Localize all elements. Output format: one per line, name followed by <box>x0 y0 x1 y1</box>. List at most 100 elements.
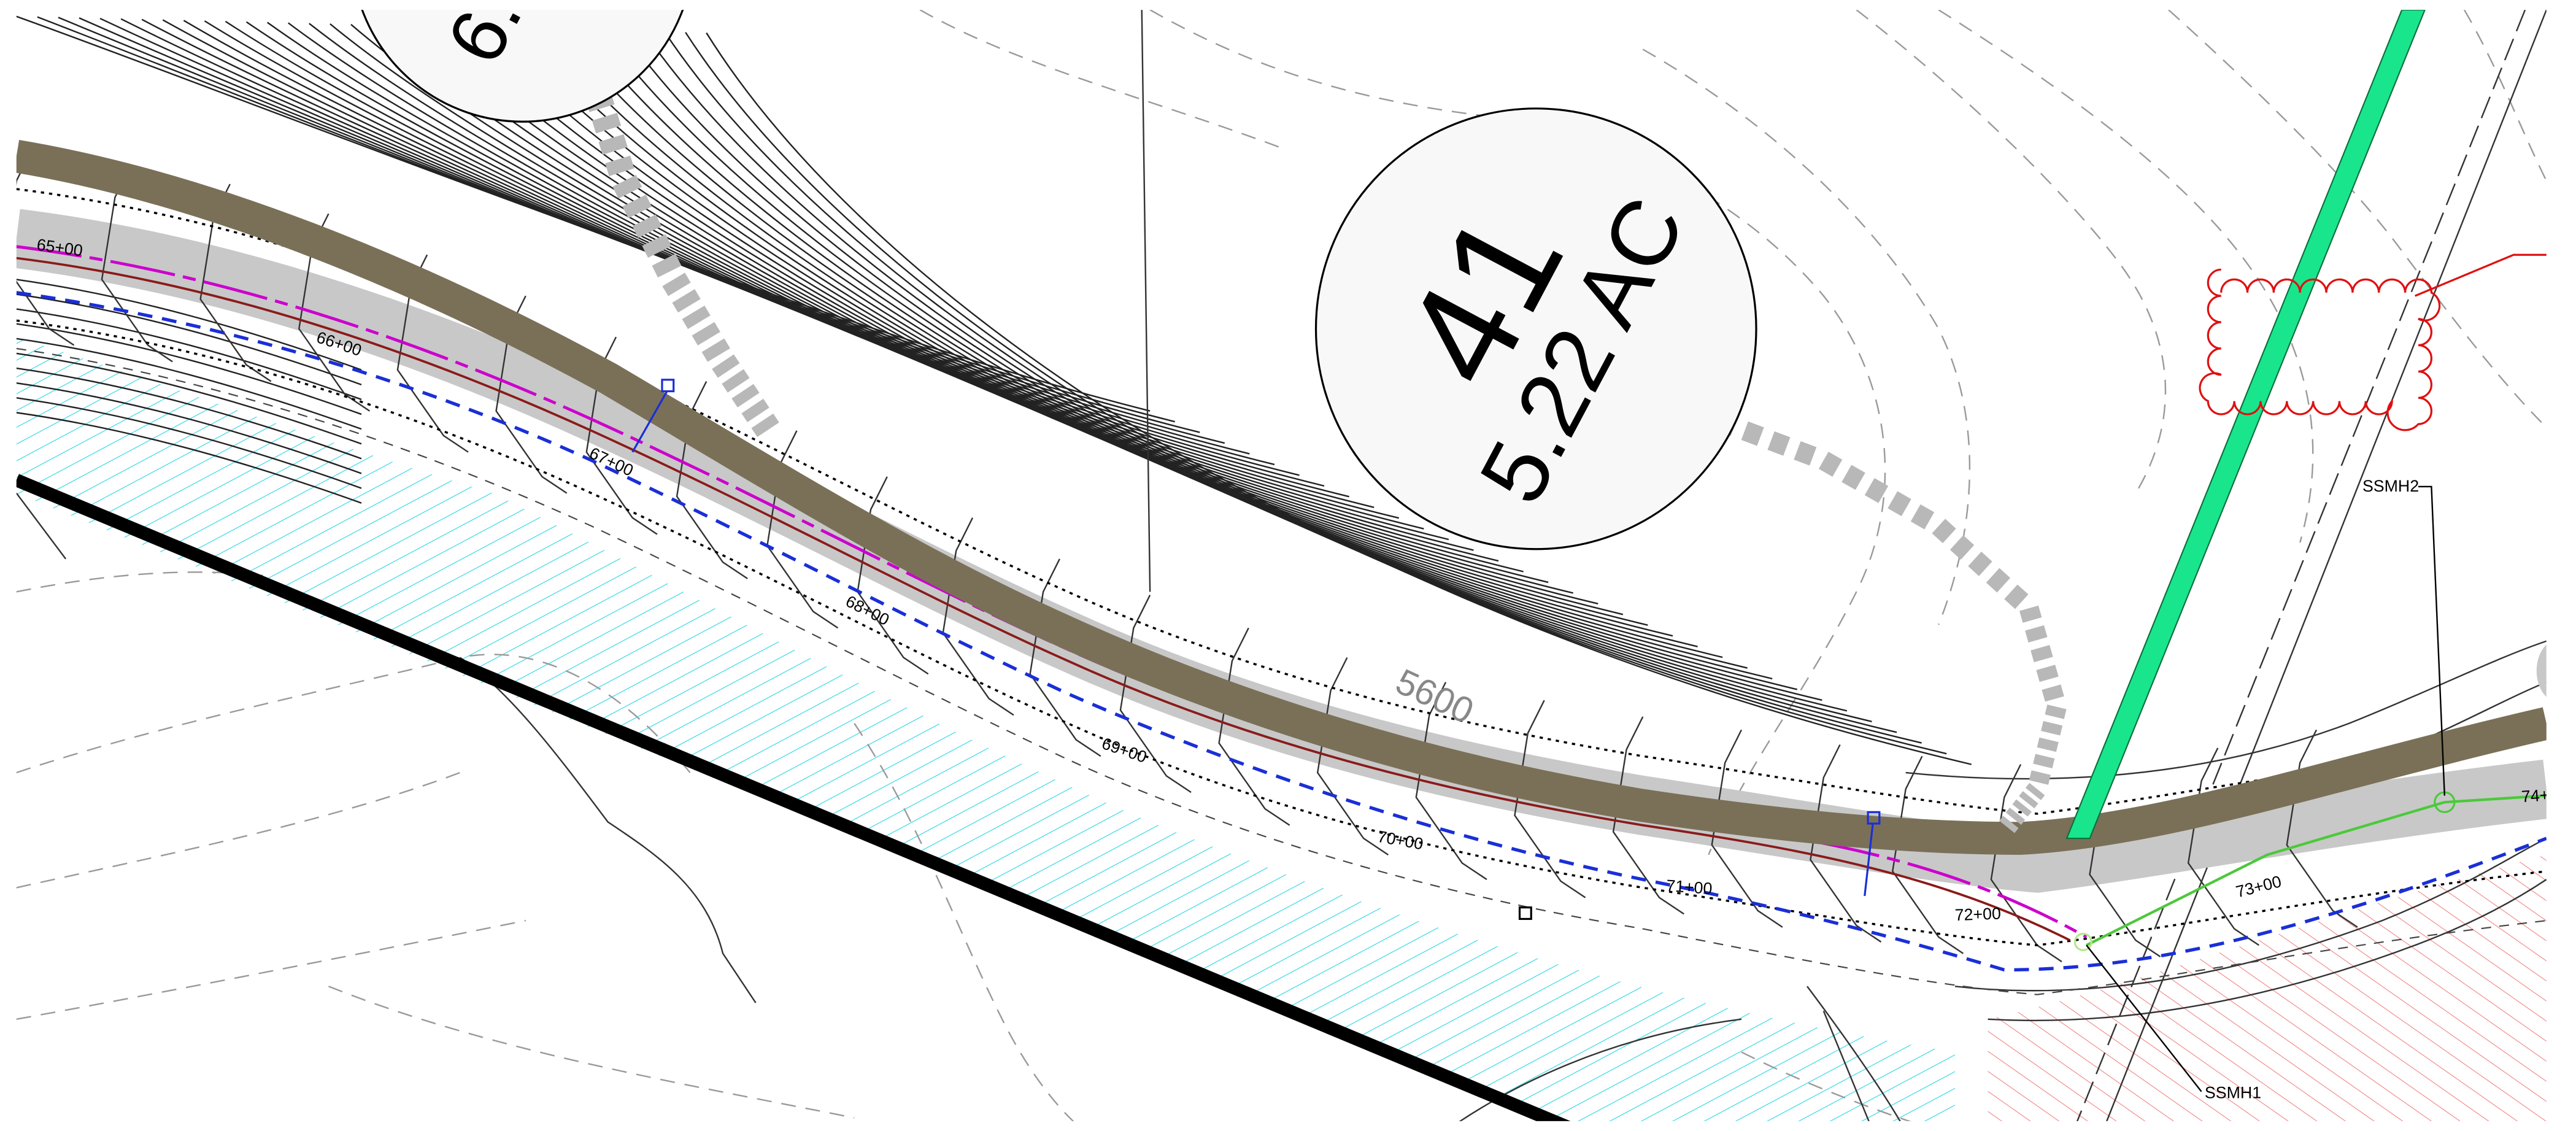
driveway-dash <box>722 369 750 393</box>
cross-section <box>2286 729 2358 928</box>
driveway-dash <box>622 195 652 218</box>
driveway-upper <box>579 70 779 438</box>
cyan-hatch-area <box>16 337 1955 1121</box>
cross-section <box>1316 657 1389 855</box>
driveway-dash <box>2033 754 2055 769</box>
station-label: 71+00 <box>1665 876 1713 898</box>
contour-line <box>204 20 1375 508</box>
manhole-label-ssmh2: SSMH2 <box>2362 477 2419 495</box>
contour-line <box>16 279 362 371</box>
contour-line <box>16 338 362 430</box>
cross-section <box>2187 747 2259 946</box>
driveway-dash <box>1841 465 1865 490</box>
driveway-dash <box>2037 737 2059 752</box>
sewer-line <box>2086 794 2547 947</box>
station-label: 68+00 <box>843 592 892 629</box>
driveway-dash <box>1949 535 1975 560</box>
contour-line <box>225 20 1400 519</box>
revision-cloud: L li <box>2199 232 2574 431</box>
cross-section <box>1990 764 2062 963</box>
cross-section <box>1415 682 1487 881</box>
driveway-dash <box>2025 625 2048 643</box>
cross-section <box>1810 744 1882 943</box>
driveway-dash <box>2025 782 2045 800</box>
lot-marker-41: 41 5.22 AC <box>1314 107 1757 550</box>
cross-section <box>1711 729 1783 928</box>
contour-line <box>580 29 1822 701</box>
driveway-dash <box>2045 704 2067 719</box>
driveway-dash <box>1794 441 1817 466</box>
contour-line <box>266 21 1449 541</box>
driveway-dash <box>2012 799 2032 817</box>
property-boundary <box>16 474 1571 1121</box>
contour-line <box>559 29 1798 690</box>
driveway-dash <box>652 253 682 278</box>
cross-section <box>1119 595 1192 793</box>
edge-dotted-bottom <box>16 319 2547 947</box>
edge-marker <box>2536 644 2547 697</box>
driveway-dash <box>1767 431 1791 456</box>
driveway-dash <box>642 234 672 258</box>
driveway-dash <box>672 289 701 313</box>
driveway-dash <box>2030 645 2053 663</box>
contour-line <box>183 20 1349 498</box>
manhole-ssmh1-symbol <box>2073 932 2092 951</box>
profile-line <box>16 257 2071 941</box>
parcel-lines <box>16 10 2547 1121</box>
driveway-dash <box>1818 452 1843 477</box>
station-label: 74+ <box>2521 786 2550 806</box>
driveway-dash <box>2036 665 2059 682</box>
station-label: 73+00 <box>2234 872 2283 901</box>
driveway-dash <box>692 322 720 345</box>
red-hatch-area <box>1988 854 2547 1121</box>
contour-line <box>16 352 362 445</box>
driveway-dash <box>605 155 634 177</box>
revision-note-line2: li <box>2564 258 2572 279</box>
inlet-structures <box>631 379 1881 921</box>
contour-line <box>622 30 1872 722</box>
driveway-dash <box>2029 770 2051 785</box>
driveway-dash <box>632 214 662 238</box>
driveway-dash <box>1864 477 1889 503</box>
green-corridor <box>2065 10 2426 840</box>
driveway-dash <box>1888 491 1911 517</box>
driveway-dash <box>701 338 730 362</box>
revision-note-line1: L <box>2564 232 2574 252</box>
driveway-dash <box>682 305 711 330</box>
driveway-dash <box>712 354 740 378</box>
contour-line <box>245 21 1424 530</box>
driveway-lot-41 <box>1688 401 2067 833</box>
driveway-dash <box>2005 807 2026 825</box>
driveway-dash <box>612 175 642 199</box>
driveway-dash <box>741 398 769 423</box>
driveway-dash <box>1741 421 1764 446</box>
cross-section <box>1029 558 1101 757</box>
contour-line <box>538 28 1773 680</box>
cross-section <box>1891 755 1964 954</box>
blue-dashed-line <box>16 291 2547 972</box>
contour-line <box>685 32 1947 755</box>
driveway-dash <box>662 272 691 296</box>
contour-line <box>643 31 1897 733</box>
existing-contours <box>16 10 2547 1121</box>
contour-line <box>455 26 1673 637</box>
manhole-callouts: SSMH1 SSMH2 <box>2086 477 2446 1102</box>
contour-line <box>706 32 1972 765</box>
cross-section <box>1612 716 1684 915</box>
contour-line <box>16 323 362 415</box>
driveway-dash <box>592 112 622 134</box>
driveway-dash <box>1968 551 1992 576</box>
contour-line <box>16 412 362 504</box>
driveway-dash <box>731 384 760 407</box>
driveway-dash <box>2004 584 2029 609</box>
contour-line <box>16 382 362 474</box>
contour-line <box>16 367 362 460</box>
station-label: 72+00 <box>1954 904 2001 924</box>
driveway-dash <box>1999 816 2019 833</box>
contour-line <box>16 397 362 489</box>
contour-line <box>664 31 1922 744</box>
contour-line <box>601 29 1848 712</box>
contour-line <box>517 28 1748 669</box>
contour-line <box>476 26 1698 647</box>
driveway-dash <box>2042 684 2064 702</box>
